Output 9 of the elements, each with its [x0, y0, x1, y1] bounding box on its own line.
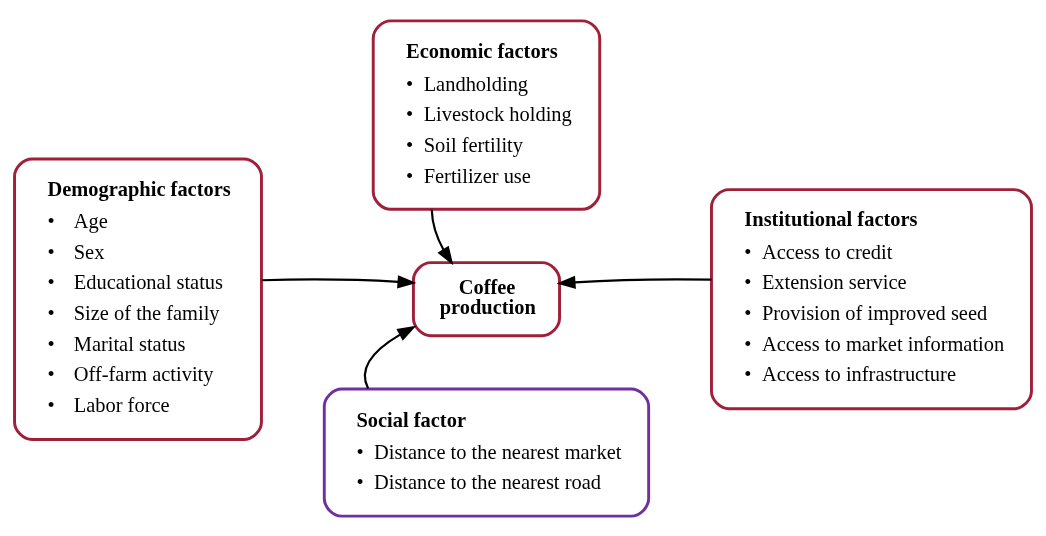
node-box: Economic factors • Landholding • Livestock holding • Soil fertility • Fertilizer use [371, 18, 602, 211]
arrow [261, 274, 417, 288]
node-box: Institutional factors • Access to credit • Extension service • Provision of improved seed • Access to market information • Access to infrastructure [710, 187, 1033, 410]
arrow [363, 325, 417, 389]
node-box: Social factor • Distance to the nearest market • Distance to the nearest road [322, 387, 651, 518]
node-box: Coffee production [411, 260, 561, 337]
arrow [430, 208, 454, 265]
arrow [556, 275, 712, 289]
node-box: Demographic factors • Age • Sex • Educational status • Size of the family • Marital status • Off-farm activity • Labor force [13, 156, 263, 441]
